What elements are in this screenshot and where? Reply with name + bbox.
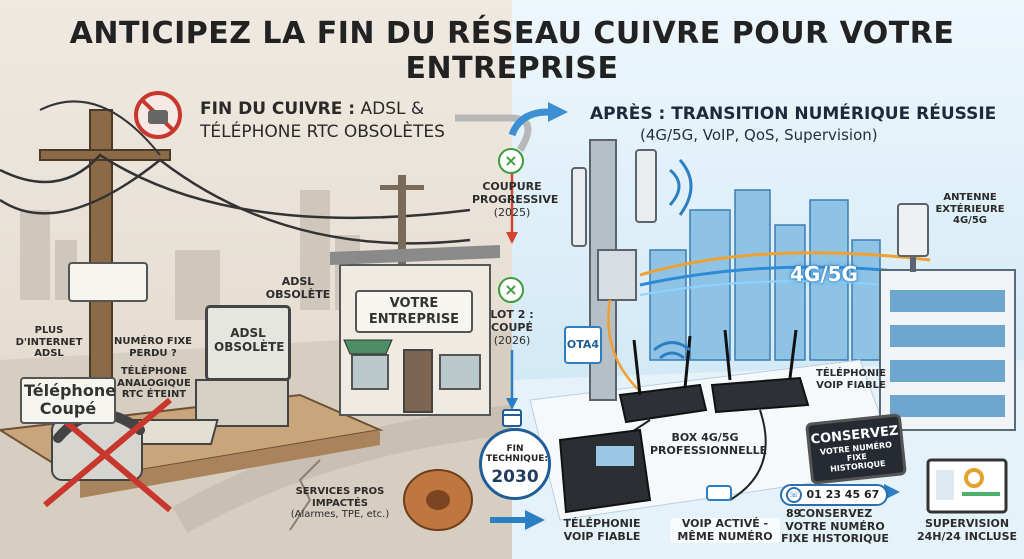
box-4g5g-label: BOX 4G/5G PROFESSIONNELLE (650, 431, 768, 457)
voip-active-label: VOIP ACTIVÉ - MÊME NUMÉRO (670, 517, 780, 544)
broken-wire-sign (68, 262, 148, 302)
left-road (172, 405, 514, 534)
timeline-step2: LOT 2 : COUPÉ (2026) (472, 308, 552, 348)
timeline-step1-title: COUPURE PROGRESSIVE (472, 180, 559, 207)
conservez-caption: CONSERVEZ VOTRE NUMÉRO FIXE HISTORIQUE (781, 507, 889, 546)
services-pros-sub: (Alarmes, TPE, etc.) (290, 509, 390, 520)
timeline-step2-title: LOT 2 : COUPÉ (490, 308, 534, 335)
antenne-label: ANTENNE EXTÉRIEURE 4G/5G (935, 192, 1005, 226)
copper-wire-3 (39, 100, 161, 156)
copper-wire (0, 153, 471, 220)
voip-fiable-top-label: TÉLÉPHONIE VOIP FIABLE (816, 368, 886, 391)
phone-number: 01 23 45 67 89 (786, 488, 880, 520)
mini-router-icon (706, 485, 732, 501)
right-header-sub: (4G/5G, VoIP, QoS, Supervision) (640, 126, 878, 144)
timeline-step2-year: (2026) (493, 334, 531, 348)
wifi-icon (653, 341, 691, 352)
building-window (351, 354, 389, 390)
tower-antenna-left (571, 167, 587, 247)
telephone-coupe-sign: Téléphone Coupé (20, 377, 116, 424)
arrow-to-supervision (884, 484, 900, 500)
timeline-step1-icon: × (498, 148, 524, 174)
ground-crack (289, 459, 321, 531)
copper-spool-center (426, 490, 450, 510)
wifi-icon-2 (659, 351, 685, 360)
router-4g (618, 383, 708, 424)
timeline-step2-icon: × (498, 277, 524, 303)
calendar-icon (502, 409, 522, 427)
router-antenna-3 (723, 329, 732, 381)
phone-number-pill: ☏ 01 23 45 67 89 (780, 484, 888, 520)
supervision-label: SUPERVISION 24H/24 INCLUSE (916, 517, 1018, 543)
left-header-bold: FIN DU CUIVRE : (200, 99, 356, 119)
right-building-windows (890, 290, 1005, 417)
desk-edge (80, 430, 380, 498)
copper-wire-2 (0, 158, 471, 245)
left-header: FIN DU CUIVRE : ADSL & TÉLÉPHONE RTC OBS… (200, 98, 470, 144)
arrow-to-voip (525, 510, 545, 530)
voip-phone (558, 428, 652, 514)
fin-technique-year: 2030 (491, 466, 539, 487)
cable-2 (729, 409, 767, 501)
no-phone-icon-body (148, 110, 168, 124)
crt-monitor-text: ADSL OBSOLÈTE (214, 326, 285, 355)
router-antenna-2 (683, 335, 692, 389)
awning (343, 339, 393, 355)
exterior-antenna (897, 203, 929, 257)
supervision-chart (936, 470, 954, 500)
exterior-antenna-mount (910, 256, 916, 272)
tower-antenna-right (635, 149, 657, 223)
distant-crossbar (380, 185, 424, 190)
building-window-2 (439, 354, 481, 390)
timeline-step1-year: (2025) (493, 206, 531, 220)
computer-case (195, 379, 289, 427)
router-mikrotik (710, 376, 810, 414)
transition-arrow-head (548, 102, 568, 122)
page-title: ANTICIPEZ LA FIN DU RÉSEAU CUIVRE POUR V… (69, 16, 955, 86)
building-roof (330, 245, 500, 265)
tower-box (597, 249, 637, 301)
supervision-gauge (964, 468, 984, 488)
supervision-bar (962, 492, 1000, 496)
transition-connector-blue (508, 108, 549, 137)
pole-crossbar (39, 149, 171, 161)
plus-internet-label: PLUS D'INTERNET ADSL (15, 325, 83, 359)
voip-fiable-bottom-label: TÉLÉPHONIE VOIP FIABLE (563, 517, 641, 543)
router-antenna (632, 339, 642, 396)
ota-logo: OTA4 (564, 326, 602, 364)
services-pros-label: SERVICES PROS IMPACTÉS (Alarmes, TPE, et… (290, 486, 390, 521)
timeline-step1: COUPURE PROGRESSIVE (2025) (472, 180, 558, 220)
phone-icon: ☏ (786, 487, 802, 503)
right-header: APRÈS : TRANSITION NUMÉRIQUE RÉUSSIE (590, 104, 1010, 124)
crt-monitor: ADSL OBSOLÈTE (205, 305, 291, 381)
numero-perdu-label: NUMÉRO FIXE PERDU ? (113, 336, 193, 359)
left-header-rest: ADSL & (355, 99, 425, 119)
data-stream-orange (639, 251, 931, 277)
timeline-arrow-1 (506, 232, 518, 244)
right-header-bold: APRÈS : (590, 104, 666, 124)
network-badge: 4G/5G (790, 262, 858, 286)
tower-signal-icon (668, 168, 681, 207)
building-door (403, 349, 433, 413)
voip-phone-screen (596, 446, 634, 466)
fin-technique-label: FIN TECHNIQUE: (486, 444, 549, 464)
conservez-card: CONSERVEZ VOTRE NUMÉRO FIXE HISTORIQUE (805, 413, 907, 485)
adsl-obsolete-label: ADSL OBSOLÈTE (265, 275, 331, 301)
votre-entreprise-sign: VOTRE ENTREPRISE (355, 290, 473, 334)
timeline-arrow-2 (506, 398, 518, 410)
tower-signal-icon-2 (678, 159, 693, 216)
right-header-rest: TRANSITION NUMÉRIQUE RÉUSSIE (665, 104, 997, 124)
fin-technique-badge: FIN TECHNIQUE: 2030 (479, 428, 551, 500)
router-antenna-4 (788, 329, 798, 379)
distant-pole (398, 175, 406, 305)
left-header-line2: TÉLÉPHONE RTC OBSOLÈTES (200, 121, 445, 142)
services-pros-title: SERVICES PROS IMPACTÉS (295, 486, 385, 509)
transition-connector-grey (455, 114, 532, 152)
tel-analogique-label: TÉLÉPHONE ANALOGIQUE RTC ÉTEINT (117, 366, 191, 400)
